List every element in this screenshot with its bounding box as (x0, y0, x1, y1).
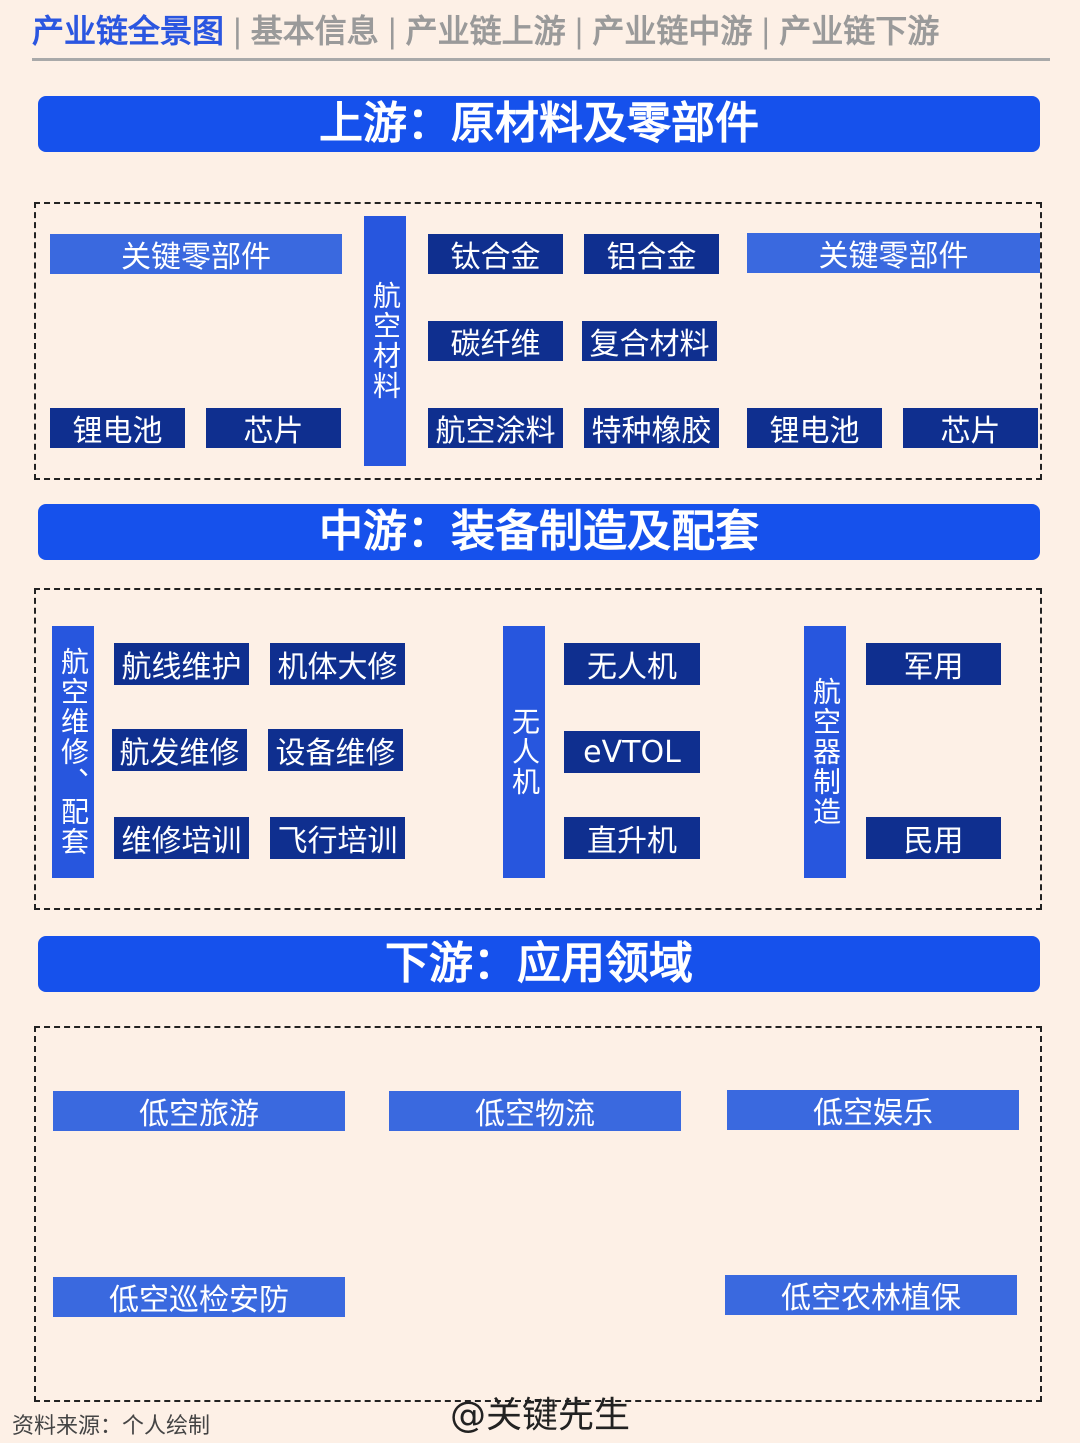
downstream-banner: 下游：应用领域 (38, 936, 1040, 992)
aircraft-item: 军用 (866, 643, 1001, 685)
application-item: 低空巡检安防 (53, 1277, 345, 1318)
upstream-left-header: 关键零部件 (50, 234, 342, 275)
watermark: @关键先生 (450, 1395, 631, 1436)
nav-tab-upstream[interactable]: 产业链上游 (405, 12, 566, 50)
upstream-left-item: 芯片 (206, 408, 341, 449)
upstream-section (34, 202, 1042, 480)
maintenance-item: 飞行培训 (270, 817, 405, 859)
application-item: 低空娱乐 (727, 1090, 1019, 1131)
uav-item: 直升机 (564, 817, 700, 859)
maintenance-item: 维修培训 (114, 817, 249, 859)
material-item: 钛合金 (428, 234, 563, 275)
source-note: 资料来源：个人绘制 (12, 1414, 211, 1439)
nav-separator: | (573, 12, 585, 50)
maintenance-item: 机体大修 (270, 643, 405, 685)
top-navigation: 产业链全景图|基本信息|产业链上游|产业链中游|产业链下游 (32, 8, 1050, 61)
application-item: 低空旅游 (53, 1091, 345, 1132)
uav-label: 无人机 (503, 626, 545, 878)
midstream-section (34, 588, 1042, 910)
nav-separator: | (760, 12, 772, 50)
material-item: 铝合金 (584, 234, 719, 275)
application-item: 低空农林植保 (725, 1275, 1017, 1316)
maintenance-label: 航空维修、配套 (52, 626, 94, 878)
material-item: 航空涂料 (428, 408, 563, 449)
aviation-materials-label: 航空材料 (364, 216, 406, 466)
downstream-section (34, 1026, 1042, 1402)
upstream-right-item: 芯片 (903, 408, 1038, 449)
nav-tab-basic-info[interactable]: 基本信息 (250, 12, 379, 50)
maintenance-item: 航发维修 (112, 729, 247, 771)
application-item: 低空物流 (389, 1091, 681, 1132)
material-item: 复合材料 (582, 321, 717, 362)
upstream-right-item: 锂电池 (747, 408, 882, 449)
uav-item: 无人机 (564, 643, 700, 685)
nav-separator: | (386, 12, 398, 50)
upstream-banner: 上游：原材料及零部件 (38, 96, 1040, 152)
aircraft-manufacturing-label: 航空器制造 (804, 626, 846, 878)
material-item: 碳纤维 (428, 321, 563, 362)
aircraft-item: 民用 (866, 817, 1001, 859)
nav-tab-overview[interactable]: 产业链全景图 (32, 12, 225, 50)
maintenance-item: 航线维护 (114, 643, 249, 685)
nav-separator: | (232, 12, 243, 50)
uav-item: eVTOL (564, 731, 700, 773)
material-item: 特种橡胶 (584, 408, 719, 449)
upstream-right-header: 关键零部件 (747, 233, 1040, 274)
maintenance-item: 设备维修 (268, 729, 403, 771)
upstream-left-item: 锂电池 (50, 408, 185, 449)
nav-tab-midstream[interactable]: 产业链中游 (592, 12, 753, 50)
nav-tab-downstream[interactable]: 产业链下游 (779, 12, 940, 50)
midstream-banner: 中游：装备制造及配套 (38, 504, 1040, 560)
